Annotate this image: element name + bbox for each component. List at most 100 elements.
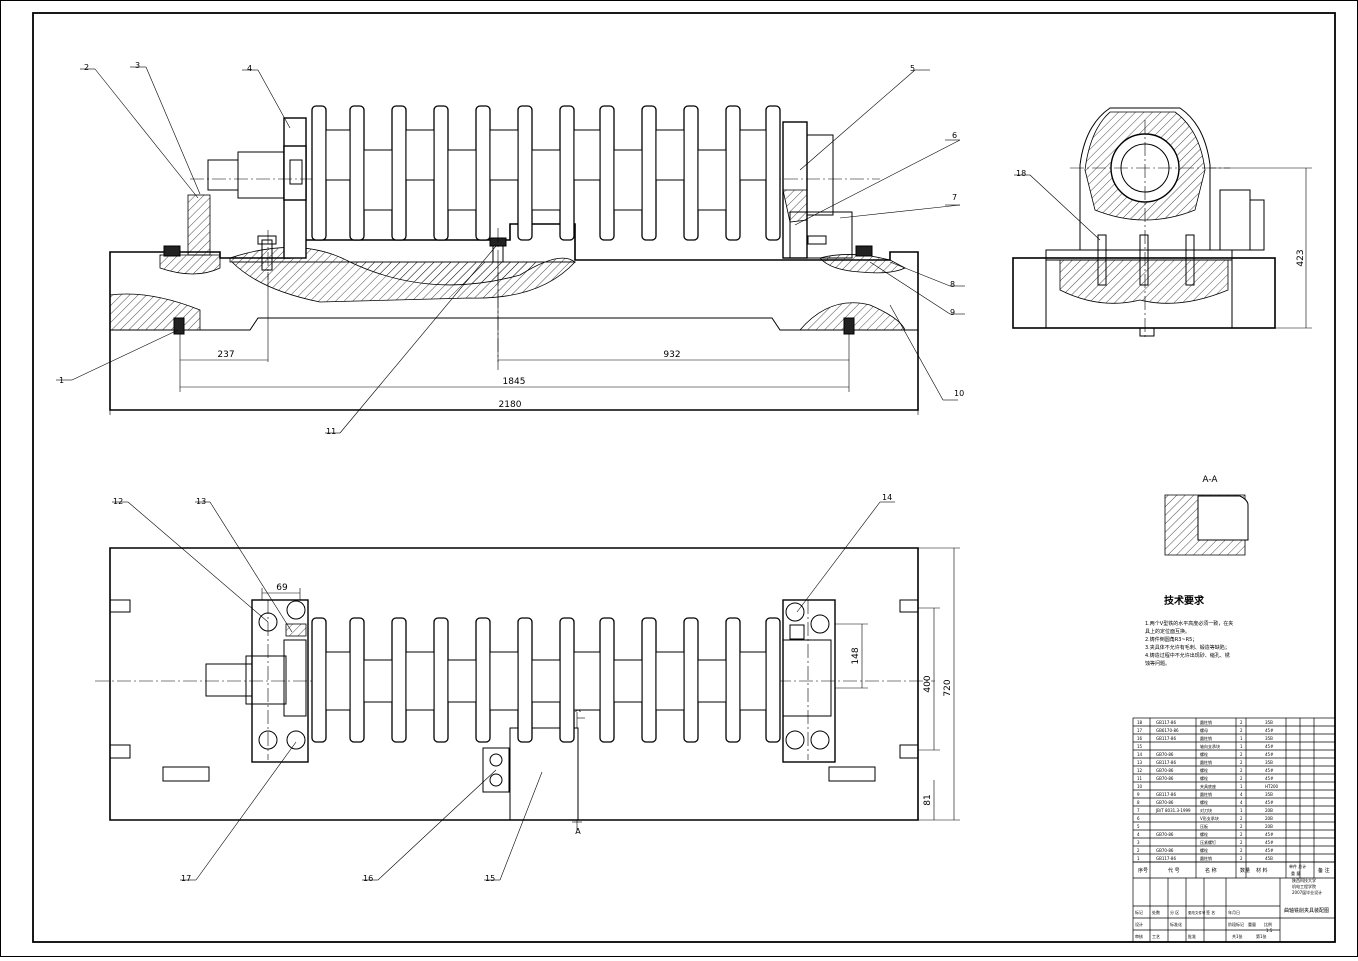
crank-journal-top — [573, 651, 601, 711]
crankshaft-top — [311, 617, 781, 743]
tb-sign: 签 名 — [1206, 909, 1215, 915]
bom-hdr-no: 序号 — [1138, 867, 1148, 874]
tb-stage: 阶段标记 — [1228, 921, 1244, 927]
bom-cell-qty: 4 — [1240, 792, 1243, 797]
bom-cell-code: GB70-86 — [1156, 768, 1174, 773]
bom-cell-code: GB70-86 — [1156, 832, 1174, 837]
callout-11: 11 — [326, 427, 336, 436]
crank-journal-front — [363, 149, 393, 211]
crank-web-front — [765, 105, 781, 241]
crank-journal-front — [739, 129, 767, 181]
tb-change: 更改文件号 — [1188, 910, 1206, 915]
bom-cell-qty: 2 — [1240, 832, 1243, 837]
crank-web-front — [559, 105, 575, 241]
bom-cell-mat: 20B — [1265, 824, 1273, 829]
tb-process: 工艺 — [1152, 934, 1160, 939]
bom-cell-no: 8 — [1137, 800, 1140, 805]
bom-cell-mat: 35B — [1265, 736, 1273, 741]
bom-cell-qty: 2 — [1240, 728, 1243, 733]
bom-cell-name: 螺栓 — [1200, 847, 1208, 853]
bom-cell-mat: HT200 — [1265, 784, 1279, 789]
crank-web-top — [311, 617, 327, 743]
bom-cell-no: 18 — [1137, 720, 1143, 725]
section-title: A-A — [1202, 475, 1218, 485]
bom-cell-qty: 2 — [1240, 848, 1243, 853]
callout-6: 6 — [952, 131, 957, 140]
bom-cell-name: 螺母 — [1200, 727, 1208, 733]
crank-web-top — [391, 617, 407, 743]
bom-cell-mat: 20B — [1265, 808, 1273, 813]
crank-journal-top — [405, 651, 435, 711]
crank-web-front — [599, 105, 615, 241]
bom-cell-code: GB6170-86 — [1156, 728, 1179, 733]
dim-237: 237 — [217, 350, 234, 360]
dim-423: 423 — [1296, 249, 1306, 266]
bom-cell-mat: 45# — [1265, 752, 1274, 757]
tech-req-title: 技术要求 — [1164, 594, 1205, 607]
bom-cell-code: GB117-86 — [1156, 720, 1176, 725]
crank-web-top — [683, 617, 699, 743]
callout-7: 7 — [952, 193, 957, 202]
crank-journal-top — [697, 659, 727, 703]
bom-cell-no: 1 — [1137, 856, 1140, 861]
bom-hdr-mat: 材 料 — [1256, 867, 1268, 874]
bom-cell-qty: 1 — [1240, 784, 1243, 789]
bom-hdr-remark: 备 注 — [1318, 867, 1330, 874]
bom-cell-no: 6 — [1137, 816, 1140, 821]
callout-numbers: 1 2 3 4 5 6 7 8 9 10 11 12 13 14 15 16 1… — [59, 61, 1026, 883]
bom-cell-mat: 20B — [1265, 816, 1273, 821]
crank-web-front — [517, 105, 533, 241]
tech-req-line-6: 蚀等问题。 — [1145, 660, 1170, 667]
bom-hdr-weight2: 重 量 — [1291, 870, 1300, 876]
bom-cell-code: GB70-86 — [1156, 752, 1174, 757]
tech-req-line-5: 4.铸造过程中不允许出现砂、缩孔、锈 — [1145, 652, 1230, 659]
callout-15: 15 — [485, 874, 495, 883]
tb-sheets: 共1张 — [1232, 933, 1243, 939]
bom-cell-mat: 35B — [1265, 720, 1273, 725]
bom-cell-code: GB117-86 — [1156, 856, 1176, 861]
bom-cell-name: 压板 — [1200, 823, 1208, 829]
crank-web-top — [765, 617, 781, 743]
callout-9: 9 — [950, 308, 955, 317]
callout-18: 18 — [1016, 169, 1026, 178]
bom-cell-no: 7 — [1137, 808, 1140, 813]
crank-web-front — [311, 105, 327, 241]
bom-cell-mat: 35B — [1265, 792, 1273, 797]
section-aa: A-A — [1164, 475, 1249, 556]
bom-cell-qty: 1 — [1240, 808, 1243, 813]
bom-cell-qty: 2 — [1240, 824, 1243, 829]
crank-web-top — [641, 617, 657, 743]
callout-14: 14 — [882, 493, 892, 502]
bom-cell-qty: 2 — [1240, 760, 1243, 765]
bom-cell-name: 螺栓 — [1200, 751, 1208, 757]
crank-web-top — [433, 617, 449, 743]
bom-cell-no: 17 — [1137, 728, 1143, 733]
bom-cell-name: 圆柱销 — [1200, 759, 1212, 765]
bom-cell-mat: 45# — [1265, 744, 1274, 749]
bom-cell-code: GB117-86 — [1156, 736, 1176, 741]
bom-cell-name: 螺栓 — [1200, 767, 1208, 773]
tech-req-line-4: 3.夹具体不允许有毛刺、锻造等缺陷； — [1145, 644, 1230, 651]
bom-cell-mat: 45# — [1265, 832, 1274, 837]
bom-cell-qty: 2 — [1240, 776, 1243, 781]
bom-cell-code: GB70-86 — [1156, 776, 1174, 781]
bom-cell-qty: 4 — [1240, 800, 1243, 805]
school-1: 陕西科技大学 — [1292, 877, 1316, 883]
bom-cell-no: 4 — [1137, 832, 1140, 837]
crank-journal-top — [489, 651, 519, 711]
bom-cell-mat: 45# — [1265, 848, 1274, 853]
crank-web-front — [725, 105, 741, 241]
tb-design: 设计 — [1135, 921, 1143, 927]
tb-count: 处数 — [1152, 909, 1160, 915]
bom-cell-name: 圆柱销 — [1200, 855, 1212, 861]
crank-journal-front — [489, 129, 519, 181]
bom-cell-no: 16 — [1137, 736, 1143, 741]
dim-2180: 2180 — [499, 400, 522, 410]
bom-cell-name: 螺栓 — [1200, 831, 1208, 837]
bom-cell-name: 螺栓 — [1200, 799, 1208, 805]
callout-13: 13 — [196, 497, 206, 506]
bom-cell-no: 13 — [1137, 760, 1143, 765]
tb-date: 年月日 — [1228, 909, 1240, 915]
